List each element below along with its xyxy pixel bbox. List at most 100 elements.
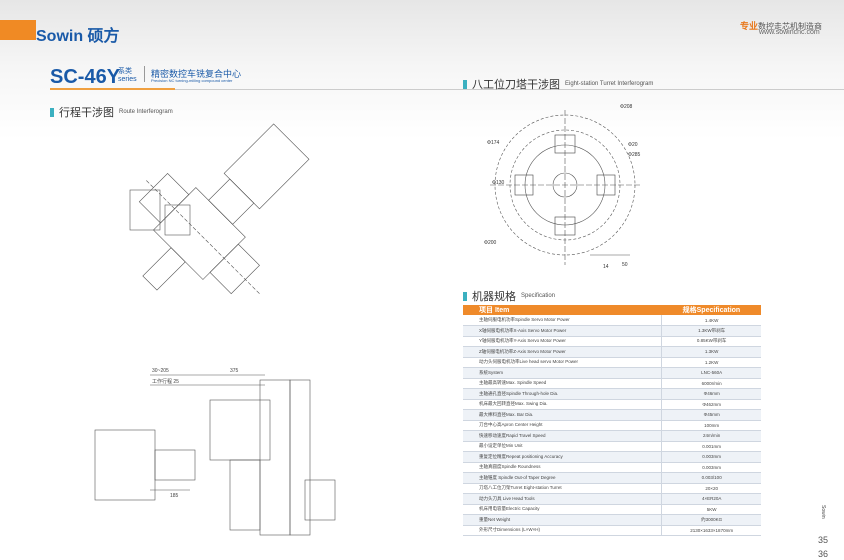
section-spec: 机器规格 Specification	[463, 288, 555, 304]
dim-label: 50	[622, 262, 628, 268]
section-route: 行程干涉图 Route Interferogram	[50, 104, 173, 120]
spec-value: Φ462mm	[661, 399, 761, 410]
spec-value: 1.3KW	[661, 346, 761, 358]
spec-item: 系统System	[463, 367, 662, 379]
section-cn: 八工位刀塔干涉图	[472, 79, 560, 91]
col-header-spec: 规格Specification	[661, 305, 761, 315]
header-rule	[175, 89, 844, 90]
page-total: 36	[818, 549, 829, 559]
spec-value: 24m/min	[661, 430, 761, 442]
dim-label: 375	[230, 368, 239, 374]
table-row: 主轴通孔直径Spindle Through-hole Dia.Φ46mm	[463, 388, 761, 400]
spec-value: 0.003mm	[661, 462, 761, 473]
spec-item: 动力头刀具 Live Head Tools	[463, 493, 662, 505]
slogan: 专业数控走芯机制造商	[740, 19, 822, 32]
section-cn: 机器规格	[472, 291, 516, 303]
turret-interferogram-drawing	[490, 110, 640, 265]
series-cn: 系类	[118, 68, 132, 75]
title-underline	[50, 88, 175, 90]
model-title: SC-46Y	[50, 66, 121, 88]
spec-value: 0.001mm	[661, 441, 761, 452]
spec-item: 机床用电容量Electric Capacity	[463, 504, 662, 515]
spec-value: 0.003mm	[661, 451, 761, 463]
spec-value: 5KW	[661, 504, 761, 515]
spec-value: 6000r/min	[661, 378, 761, 389]
spec-item: 外形尺寸Dimensions (L×W×H)	[463, 525, 662, 536]
dim-label: 185	[170, 493, 179, 499]
dim-label: Φ174	[487, 140, 500, 146]
slogan-text: 数控走芯机制造商	[758, 22, 823, 31]
slogan-highlight: 专业	[740, 21, 759, 31]
divider	[144, 66, 145, 82]
spec-value: 1.2KW	[661, 357, 761, 368]
spec-item: 最大棒料直径Max. Bar Dia.	[463, 409, 662, 421]
spec-value: 100mm	[661, 420, 761, 431]
spec-item: 主轴真圆度Spindle Roundness	[463, 462, 662, 473]
spec-value: Φ46mm	[661, 388, 761, 400]
dim-label: Φ285	[628, 152, 641, 158]
route-side-drawing	[94, 374, 336, 536]
table-row: 机床最大回转直径Max. Swing Dia.Φ462mm	[463, 399, 761, 410]
spec-item: X轴伺服电机功率X-Axis Servo Motor Power	[463, 325, 662, 337]
section-en: Route Interferogram	[119, 109, 173, 115]
spec-item: 最小设定单位Min Unit	[463, 441, 662, 452]
spec-value: Φ45mm	[661, 409, 761, 421]
website-url: www.sowincnc.com	[759, 29, 820, 36]
spec-item: Y轴伺服电机功率Y-Axis Servo Motor Power	[463, 336, 662, 347]
spec-item: 机床最大回转直径Max. Swing Dia.	[463, 399, 662, 410]
spec-value: 0.003/100	[661, 472, 761, 484]
footer-brand: Sowin	[820, 505, 826, 519]
section-en: Eight-station Turret Interferogram	[565, 81, 654, 87]
logo-mark	[0, 20, 36, 40]
spec-value: 0.85KW带刹车	[661, 336, 761, 347]
page-number: 35	[818, 535, 829, 545]
logo: Sowin 硕方	[36, 28, 120, 45]
dim-label: Φ200	[484, 240, 497, 246]
spec-item: 主轴通孔直径Spindle Through-hole Dia.	[463, 388, 662, 400]
section-turret: 八工位刀塔干涉图 Eight-station Turret Interferogr…	[463, 76, 653, 92]
spec-value: LNC-560A	[661, 367, 761, 379]
spec-item: 主轴伺服电机功率Spindle Servo Motor Power	[463, 315, 662, 326]
spec-item: 重量Net Weight	[463, 514, 662, 526]
spec-item: 重复定位精度Repeat positioning Accuracy	[463, 451, 662, 463]
dim-label: 30~205	[152, 368, 169, 374]
subtitle-en: Precision NC turning-milling compound ce…	[151, 78, 233, 83]
route-interferogram-drawing	[129, 123, 310, 295]
dim-label: Φ130	[492, 180, 505, 186]
table-row: 外形尺寸Dimensions (L×W×H)2130×1633×1870mm	[463, 525, 761, 536]
table-row: 最大棒料直径Max. Bar Dia.Φ45mm	[463, 409, 761, 421]
dim-label: Φ208	[620, 104, 633, 110]
spec-item: 快速移动速度Rapid Travel Speed	[463, 430, 662, 442]
dim-label: Φ20	[628, 142, 638, 148]
dim-label: 14	[603, 264, 609, 270]
spec-item: 主轴最高转速Max. Spindle Speed	[463, 378, 662, 389]
col-header-item: 项目 Item	[463, 305, 662, 315]
subtitle: 精密数控车铣复合中心	[151, 69, 242, 79]
spec-value: 2130×1633×1870mm	[661, 525, 761, 536]
section-cn: 行程干涉图	[59, 107, 114, 119]
section-en: Specification	[521, 293, 556, 299]
spec-item: 动力头伺服电机功率Live head servo Motor Power	[463, 357, 662, 368]
dim-label: 工作行程 25	[152, 379, 179, 385]
spec-value: 约3000KG	[661, 514, 761, 526]
spec-item: 刀塔八工位刀架Turret Eight-station Turret	[463, 483, 662, 494]
spec-value: 1.4KW	[661, 315, 761, 326]
